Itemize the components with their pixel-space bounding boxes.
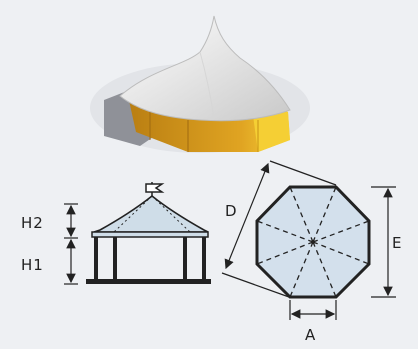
- side-eave: [91, 231, 209, 238]
- e-label: E: [392, 234, 402, 252]
- e-dimension: E: [371, 186, 402, 298]
- side-floor: [86, 279, 211, 284]
- tent-canopy: [119, 15, 291, 122]
- d-arrow: [224, 162, 270, 270]
- side-roof: [93, 194, 209, 233]
- height-dimensions: H2 H1: [21, 203, 78, 285]
- side-post-left: [94, 237, 98, 279]
- flag-icon: [145, 183, 165, 193]
- tent-top-view-octagon: [255, 185, 371, 299]
- octagon-center: [311, 240, 315, 244]
- a-dimension: A: [289, 300, 337, 344]
- a-label: A: [305, 326, 316, 344]
- tent-wall-light: [252, 108, 290, 152]
- tent-side-view: [86, 182, 211, 284]
- tent-rendering: [90, 15, 310, 153]
- side-post-3: [183, 237, 187, 279]
- h2-label: H2: [21, 214, 44, 232]
- octagon-radial-lines: [256, 186, 370, 298]
- d-label: D: [225, 202, 238, 220]
- side-post-right: [202, 237, 206, 279]
- d-dimension: D: [221, 160, 337, 298]
- h1-label: H1: [21, 256, 44, 274]
- side-post-2: [113, 237, 117, 279]
